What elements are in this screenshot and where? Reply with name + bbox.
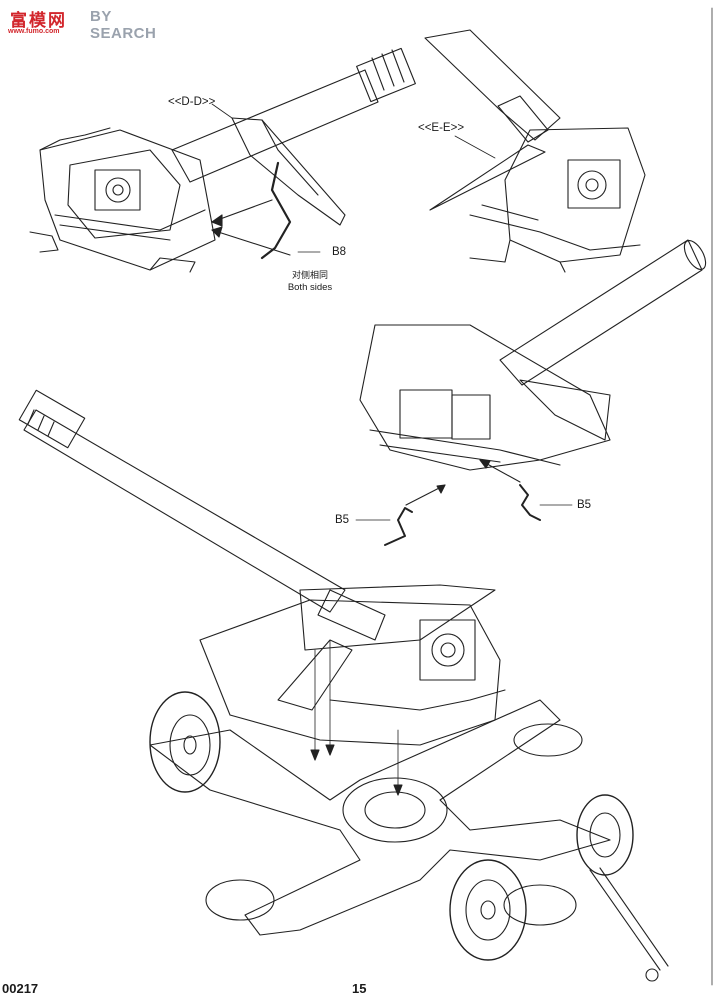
view-e-label: <<E-E>> <box>418 122 465 134</box>
subassembly-e-view <box>424 29 646 273</box>
both-sides-cn-label: 对侧相同 <box>291 271 328 281</box>
subassembly-b5 <box>355 239 707 546</box>
watermark-search-text: BY SEARCH <box>90 8 157 42</box>
view-d-label: <<D-D>> <box>168 96 216 108</box>
main-gun-assembly <box>18 389 669 982</box>
kit-number: 00217 <box>2 981 39 996</box>
part-b5-left-label: B5 <box>335 514 350 526</box>
watermark-url: www.fumo.com <box>8 28 60 35</box>
both-sides-en-label: Both sides <box>287 282 333 293</box>
subassembly-d-view <box>29 47 416 273</box>
watermark-logo-text: 富模网 <box>10 11 67 31</box>
part-b8-label: B8 <box>332 246 347 258</box>
page-number: 15 <box>352 981 367 996</box>
watermark: 富模网 www.fumo.com BY SEARCH <box>4 4 164 42</box>
part-b5-right-label: B5 <box>577 499 592 511</box>
